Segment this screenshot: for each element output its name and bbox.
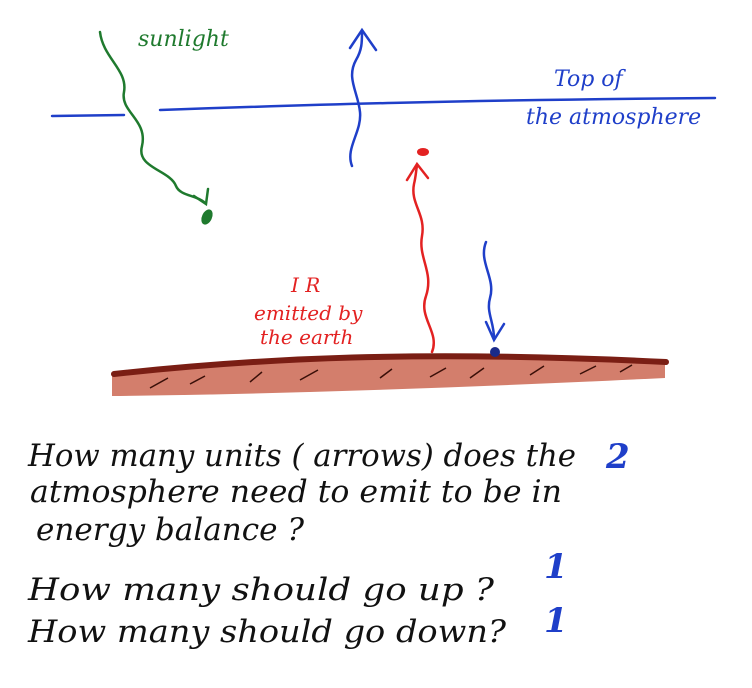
ground-surface: [111, 353, 669, 377]
earth-ir-arrow: [412, 164, 435, 354]
outgoing-ir-arrow: [349, 30, 364, 168]
top-of-atmosphere-label-2: the atmosphere: [526, 105, 701, 130]
sunlight-label: sunlight: [138, 27, 229, 52]
earth-ir-arrowhead: [405, 161, 430, 182]
top-of-atmosphere-line: [50, 96, 717, 118]
downward-ir-arrow: [482, 240, 496, 340]
question-1: How many units ( arrows) does the atmosp…: [27, 437, 630, 548]
sunlight-absorbed-dot: [201, 209, 213, 225]
ir-label: I R: [290, 273, 320, 297]
outgoing-ir-arrowhead: [348, 27, 378, 52]
question-3-line-1: How many should go down?: [27, 614, 506, 650]
question-3: How many should go down? 1: [27, 601, 568, 650]
question-1-answer: 2: [605, 437, 630, 477]
sunlight-arrow: [98, 30, 206, 204]
question-1-line-3: energy balance ?: [36, 512, 304, 548]
downward-ir-arrowhead: [484, 320, 506, 343]
earth-ir-absorbed-dot: [417, 148, 429, 156]
sunlight-arrowhead: [192, 187, 210, 207]
question-1-line-1: How many units ( arrows) does the: [27, 438, 576, 474]
question-2-answer: 1: [544, 547, 568, 587]
question-2-line-1: How many should go up ?: [27, 572, 495, 608]
question-3-answer: 1: [544, 601, 568, 641]
ground-absorbed-dot: [490, 347, 500, 357]
ir-earth-label: the earth: [260, 325, 353, 349]
top-of-atmosphere-label-1: Top of: [554, 67, 627, 92]
question-1-line-2: atmosphere need to emit to be in: [30, 474, 562, 510]
ground-texture: [149, 364, 633, 389]
question-2: How many should go up ? 1: [27, 547, 568, 608]
ir-emitted-label: emitted by: [254, 301, 363, 325]
